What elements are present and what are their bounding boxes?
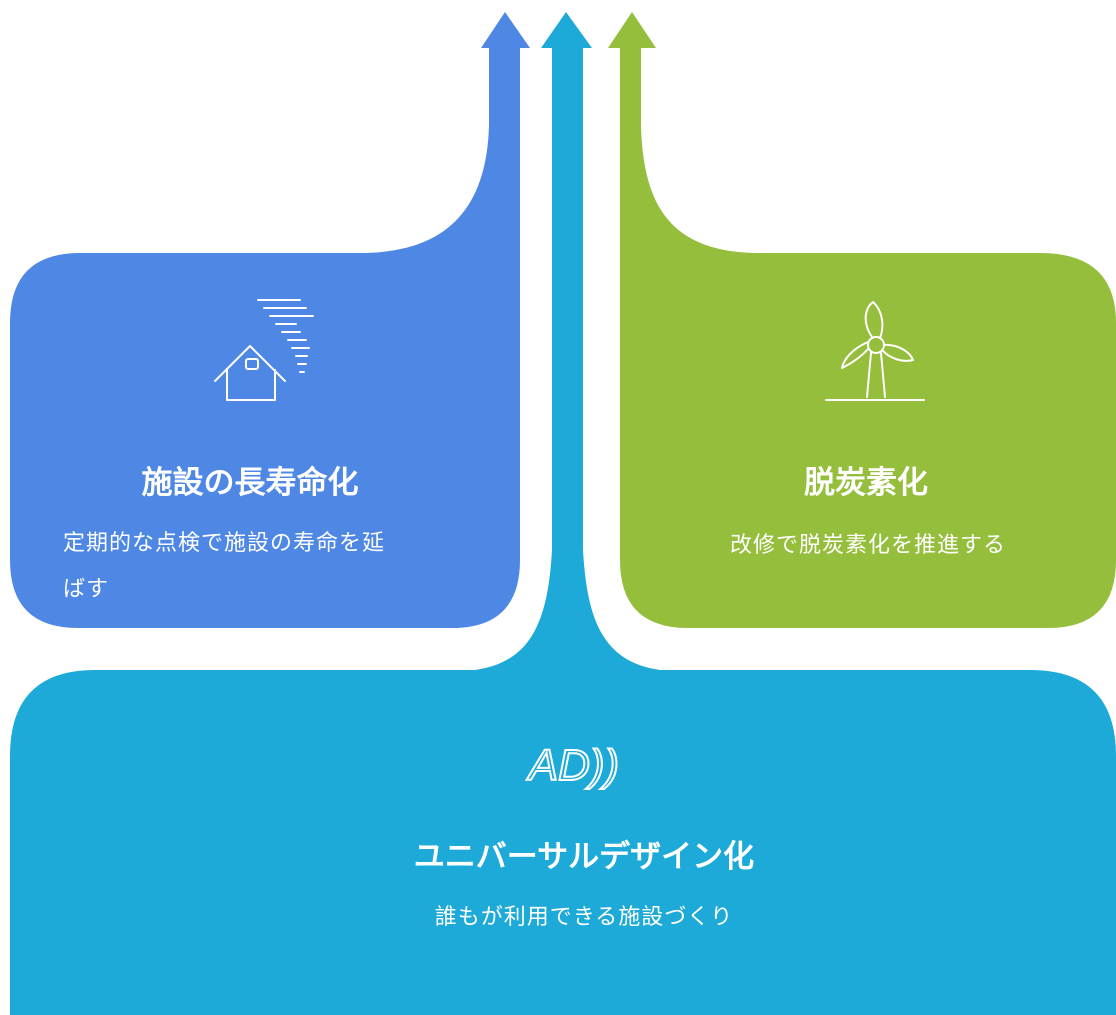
bottom-card-shape	[10, 12, 1116, 1015]
accessibility-ad-text: AD))	[526, 741, 619, 790]
accessibility-ad-icon: AD))	[525, 740, 620, 791]
bottom-branch	[10, 12, 1116, 1015]
bottom-card-description: 誰もが利用できる施設づくり	[435, 905, 734, 930]
left-branch	[10, 12, 530, 628]
left-card-description-line1: 定期的な点検で施設の寿命を延	[63, 531, 385, 556]
bottom-card-title: ユニバーサルデザイン化	[414, 839, 754, 875]
right-card-shape	[608, 12, 1116, 628]
right-branch	[608, 12, 1116, 628]
left-card-shape	[10, 12, 530, 628]
right-card-description: 改修で脱炭素化を推進する	[730, 533, 1006, 558]
left-card-description-line2: ばす	[63, 577, 109, 602]
right-card-title: 脱炭素化	[804, 465, 928, 501]
house-wind-icon	[214, 299, 314, 401]
left-card-title: 施設の長寿命化	[142, 465, 359, 501]
wind-turbine-icon	[825, 301, 925, 401]
